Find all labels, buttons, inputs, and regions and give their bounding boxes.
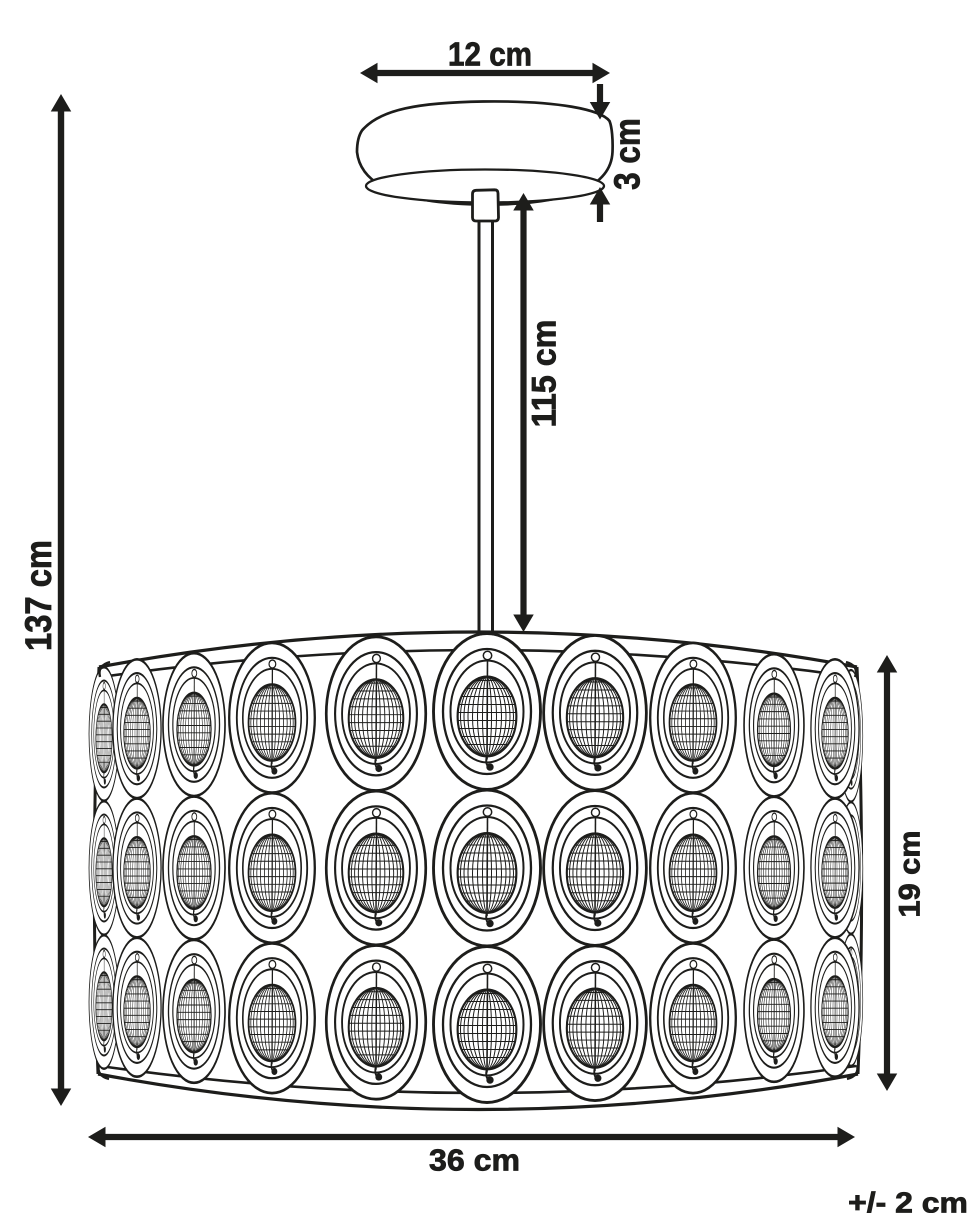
svg-text:137 cm: 137 cm [18,540,59,651]
svg-text:12 cm: 12 cm [448,36,532,73]
svg-text:115 cm: 115 cm [526,320,564,428]
svg-text:36 cm: 36 cm [429,1142,520,1177]
svg-text:+/- 2 cm: +/- 2 cm [848,1188,968,1213]
svg-text:19 cm: 19 cm [894,831,926,918]
svg-text:3 cm: 3 cm [608,118,648,190]
